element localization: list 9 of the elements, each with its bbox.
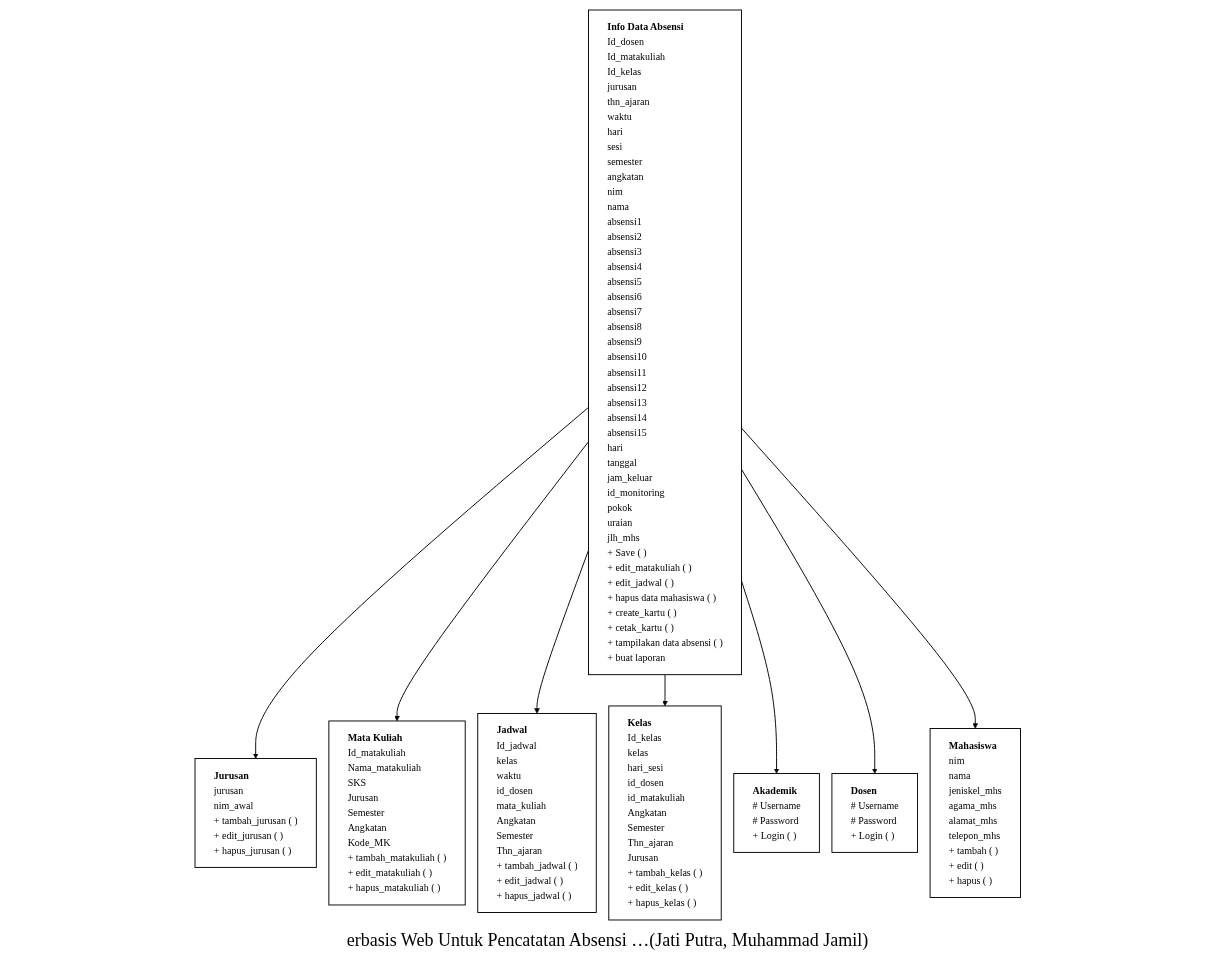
node-box: Info Data Absensi Id_dosen Id_matakuliah Id_kelas jurusan thn_ajaran waktu hari sesi semester angkatan nim nama absensi1 absensi2 absensi3 absensi4 absensi5 absensi6 absensi7 absensi8 absensi9 absensi10 absensi11 absensi12 absensi13 absensi14 absensi15 hari tanggal jam_keluar id_monitoring pokok uraian jlh_mhs + Save ( ) + edit_matakuliah ( ) + edit_jadwal ( ) + hapus data mahasiswa ( ) + create_kartu ( ) + cetak_kartu ( ) + tampilakan data absensi ( ) + buat laporan [587, 9, 742, 676]
node-box: Dosen # Username # Password + Login ( ) [831, 773, 918, 853]
node-box: Kelas Id_kelas kelas hari_sesi id_dosen id_matakuliah Angkatan Semester Thn_ajaran Jurusan + tambah_kelas ( ) + edit_kelas ( ) + hapus_kelas ( ) [608, 705, 722, 921]
footer-text: erbasis Web Untuk Pencatatan Absensi …(Jati Putra, Muhammad Jamil) [345, 930, 870, 951]
node-box: Jadwal Id_jadwal kelas waktu id_dosen mata_kuliah Angkatan Semester Thn_ajaran + tambah_jadwal ( ) + edit_jadwal ( ) + hapus_jadwal ( ) [477, 713, 597, 913]
node-box: Mahasiswa nim nama jeniskel_mhs agama_mhs alamat_mhs telepon_mhs + tambah ( ) + edit ( ) + hapus ( ) [929, 728, 1021, 898]
node-box: Akademik # Username # Password + Login ( ) [733, 773, 820, 853]
node-box: Mata Kuliah Id_matakuliah Nama_matakuliah SKS Jurusan Semester Angkatan Kode_MK + tambah_matakuliah ( ) + edit_matakuliah ( ) + hapus_matakuliah ( ) [328, 720, 466, 906]
node-box: Jurusan jurusan nim_awal + tambah_jurusan ( ) + edit_jurusan ( ) + hapus_jurusan ( ) [194, 758, 317, 868]
